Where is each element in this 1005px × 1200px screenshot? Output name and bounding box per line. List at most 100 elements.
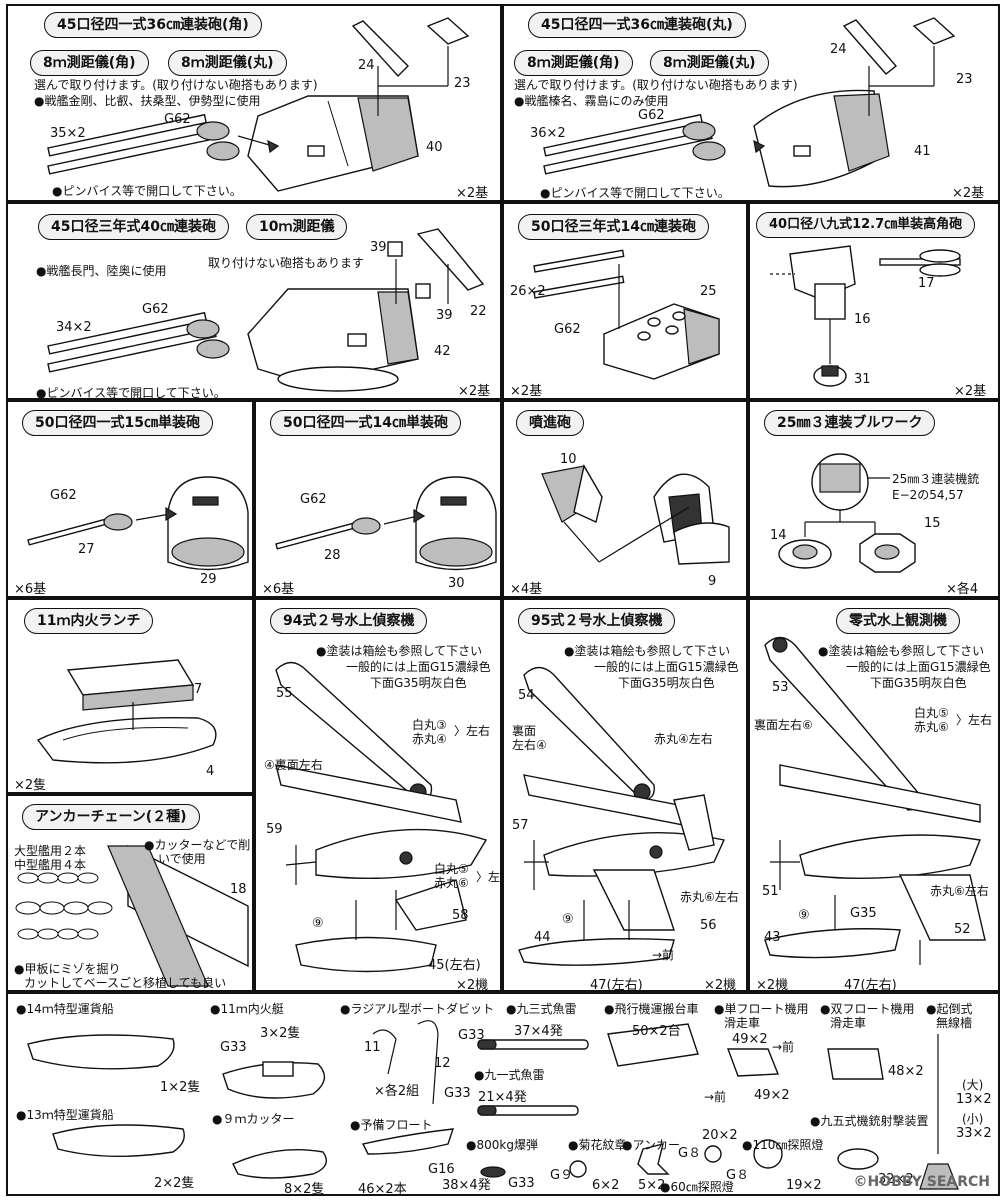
label-double-float-trolley: ●双フロート機用 xyxy=(820,1002,915,1016)
quantity: ×2基 xyxy=(510,384,543,399)
part-55: 55 xyxy=(276,686,293,701)
qty-mast-small: 33×2 xyxy=(956,1126,992,1141)
twin-gun-illustration xyxy=(533,249,720,380)
qty-mast-large: 13×2 xyxy=(956,1092,992,1107)
note-cutter: ●カッターなどで削 xyxy=(144,838,251,852)
part-24: 24 xyxy=(830,42,847,57)
bulwark-illustration xyxy=(778,453,916,573)
paint-g62: G62 xyxy=(638,108,665,123)
label-type91-torpedo: ●九一式魚雷 xyxy=(474,1068,545,1082)
quantity: ×6基 xyxy=(262,582,295,597)
qty-type93-torpedo: 37×4発 xyxy=(514,1024,563,1039)
note-usage: ●戦艦長門、陸奥に使用 xyxy=(36,264,167,278)
paint-g9: G９ xyxy=(550,1168,574,1183)
label-13m-cargo-boat: ●13ｍ特型運貨船 xyxy=(16,1108,114,1122)
decal-9: ⑨ xyxy=(312,916,324,931)
part-23: 23 xyxy=(956,72,973,87)
aa-gun-illustration xyxy=(770,245,961,387)
section-title: 零式水上観測機 xyxy=(836,608,960,634)
note-large-ship: 大型艦用２本 xyxy=(14,844,87,858)
quantity: ×2基 xyxy=(456,186,489,201)
part-43: 43 xyxy=(764,930,781,945)
white-circle-5: 白丸⑤ xyxy=(434,862,469,876)
label-spare-float: ●予備フロート xyxy=(350,1118,433,1132)
single-gun-14cm-illustration xyxy=(275,476,497,571)
note-groove: ●甲板にミゾを掘り xyxy=(14,962,121,976)
section-11m-launch: 11ｍ内火ランチ 7 4 ×2隻 xyxy=(6,598,254,794)
note-pinvise: ●ピンバイス等で開口して下さい。 xyxy=(36,386,226,400)
section-title: 45口径四一式36㎝連装砲(角) xyxy=(44,12,262,38)
part-25: 25 xyxy=(700,284,717,299)
part-27: 27 xyxy=(78,542,95,557)
paint-g33-bomb: G33 xyxy=(508,1176,535,1191)
paint-g33-boat: G33 xyxy=(220,1040,247,1055)
section-anchor-chain: アンカーチェーン(２種) 大型艦用２本 中型艦用４本 ●カッターなどで削 いで使… xyxy=(6,794,254,992)
watermark: ©HOBBY SEARCH xyxy=(853,1174,990,1190)
note-usage: ●戦艦榛名、霧島にのみ使用 xyxy=(514,94,669,108)
white-circle-3: 白丸③ xyxy=(412,718,447,732)
section-type95-seaplane: 95式２号水上偵察機 ●塗装は箱絵も参照して下さい 一般的には上面G15濃緑色 … xyxy=(502,598,748,992)
part-26: 26×2 xyxy=(510,284,546,299)
part-10: 10 xyxy=(560,452,577,467)
label-800kg-bomb: ●800kg爆弾 xyxy=(466,1138,538,1152)
part-54: 54 xyxy=(518,688,535,703)
section-rocket-launcher: 噴進砲 10 9 ×4基 xyxy=(502,400,748,598)
part-14: 14 xyxy=(770,528,787,543)
label-folding-mast: ●起倒式 xyxy=(926,1002,973,1016)
part-4: 4 xyxy=(206,764,215,779)
reference-25mm-gun: 25㎜３連装機銃 xyxy=(892,472,980,486)
quantity: ×各4 xyxy=(946,582,979,597)
white-circle-5: 白丸⑤ xyxy=(914,706,949,720)
part-7: 7 xyxy=(194,682,203,697)
section-title: 45口径四一式36㎝連装砲(丸) xyxy=(528,12,746,38)
label-type93-torpedo: ●九三式魚雷 xyxy=(506,1002,577,1016)
section-title: 45口径三年式40㎝連装砲 xyxy=(38,214,229,240)
part-47: 47(左右) xyxy=(844,978,897,992)
qty-davit: ×各2組 xyxy=(374,1084,420,1099)
quantity: ×4基 xyxy=(510,582,543,597)
paint-g16: G16 xyxy=(428,1162,455,1177)
part-18: 18 xyxy=(230,882,247,897)
red-circle-4: 赤丸④ xyxy=(412,732,447,746)
label-aircraft-cart: ●飛行機運搬台車 xyxy=(604,1002,699,1016)
left-right-2: 〉左右 xyxy=(476,870,501,884)
decal-9: ⑨ xyxy=(798,908,810,923)
section-14cm-single-gun: 50口径四一式14㎝単装砲 G62 28 30 ×6基 xyxy=(254,400,502,598)
left-right: 〉左右 xyxy=(956,713,993,727)
note-groove-2: カットしてベースごと移植しても良い xyxy=(24,976,227,990)
part-39-b: 39 xyxy=(436,308,453,323)
rangefinder-square-label: 8ｍ測距儀(角) xyxy=(30,50,149,76)
section-15cm-single-gun: 50口径四一式15㎝単装砲 G62 27 29 ×6基 xyxy=(6,400,254,598)
qty-anchor: 5×2 xyxy=(638,1178,666,1193)
paint-g62: G62 xyxy=(554,322,581,337)
quantity: ×2機 xyxy=(756,978,789,992)
label-mast-large: (大) xyxy=(962,1078,984,1092)
front-arrow-single: →前 xyxy=(772,1040,795,1054)
label-single-float-trolley: ●単フロート機用 xyxy=(714,1002,809,1016)
part-51: 51 xyxy=(762,884,779,899)
section-title: 40口径八九式12.7㎝単装高角砲 xyxy=(756,212,976,238)
note-cutter-2: いで使用 xyxy=(158,852,206,866)
qty-double-float: 48×2 xyxy=(888,1064,924,1079)
label-radial-davit: ●ラジアル型ボートダビット xyxy=(340,1002,495,1016)
part-15: 15 xyxy=(924,516,941,531)
label-type95-director: ●九五式機銃射撃装置 xyxy=(810,1114,929,1128)
part-41: 41 xyxy=(914,144,931,159)
quantity: ×6基 xyxy=(14,582,47,597)
rangefinder-round-label: 8ｍ測距儀(丸) xyxy=(650,50,769,76)
part-44: 44 xyxy=(534,930,551,945)
part-35: 35×2 xyxy=(50,126,86,141)
part-12: 12 xyxy=(434,1056,451,1071)
qty-20x2: 20×2 xyxy=(702,1128,738,1143)
part-22: 22 xyxy=(470,304,487,319)
qty-9m-cutter: 8×2隻 xyxy=(284,1182,325,1196)
note-medium-ship: 中型艦用４本 xyxy=(14,858,87,872)
section-title: 25㎜３連装ブルワーク xyxy=(764,410,936,436)
qty-crest: 6×2 xyxy=(592,1178,620,1193)
zero-seaplane-illustration xyxy=(764,636,986,965)
red-circle-6: 赤丸⑥ xyxy=(914,720,949,734)
qty-14m-cargo-boat: 1×2隻 xyxy=(160,1080,201,1095)
turret-illustration-square xyxy=(47,17,470,192)
underside-left-right: ④裏面左右 xyxy=(264,758,323,772)
section-title: 94式２号水上偵察機 xyxy=(270,608,428,634)
